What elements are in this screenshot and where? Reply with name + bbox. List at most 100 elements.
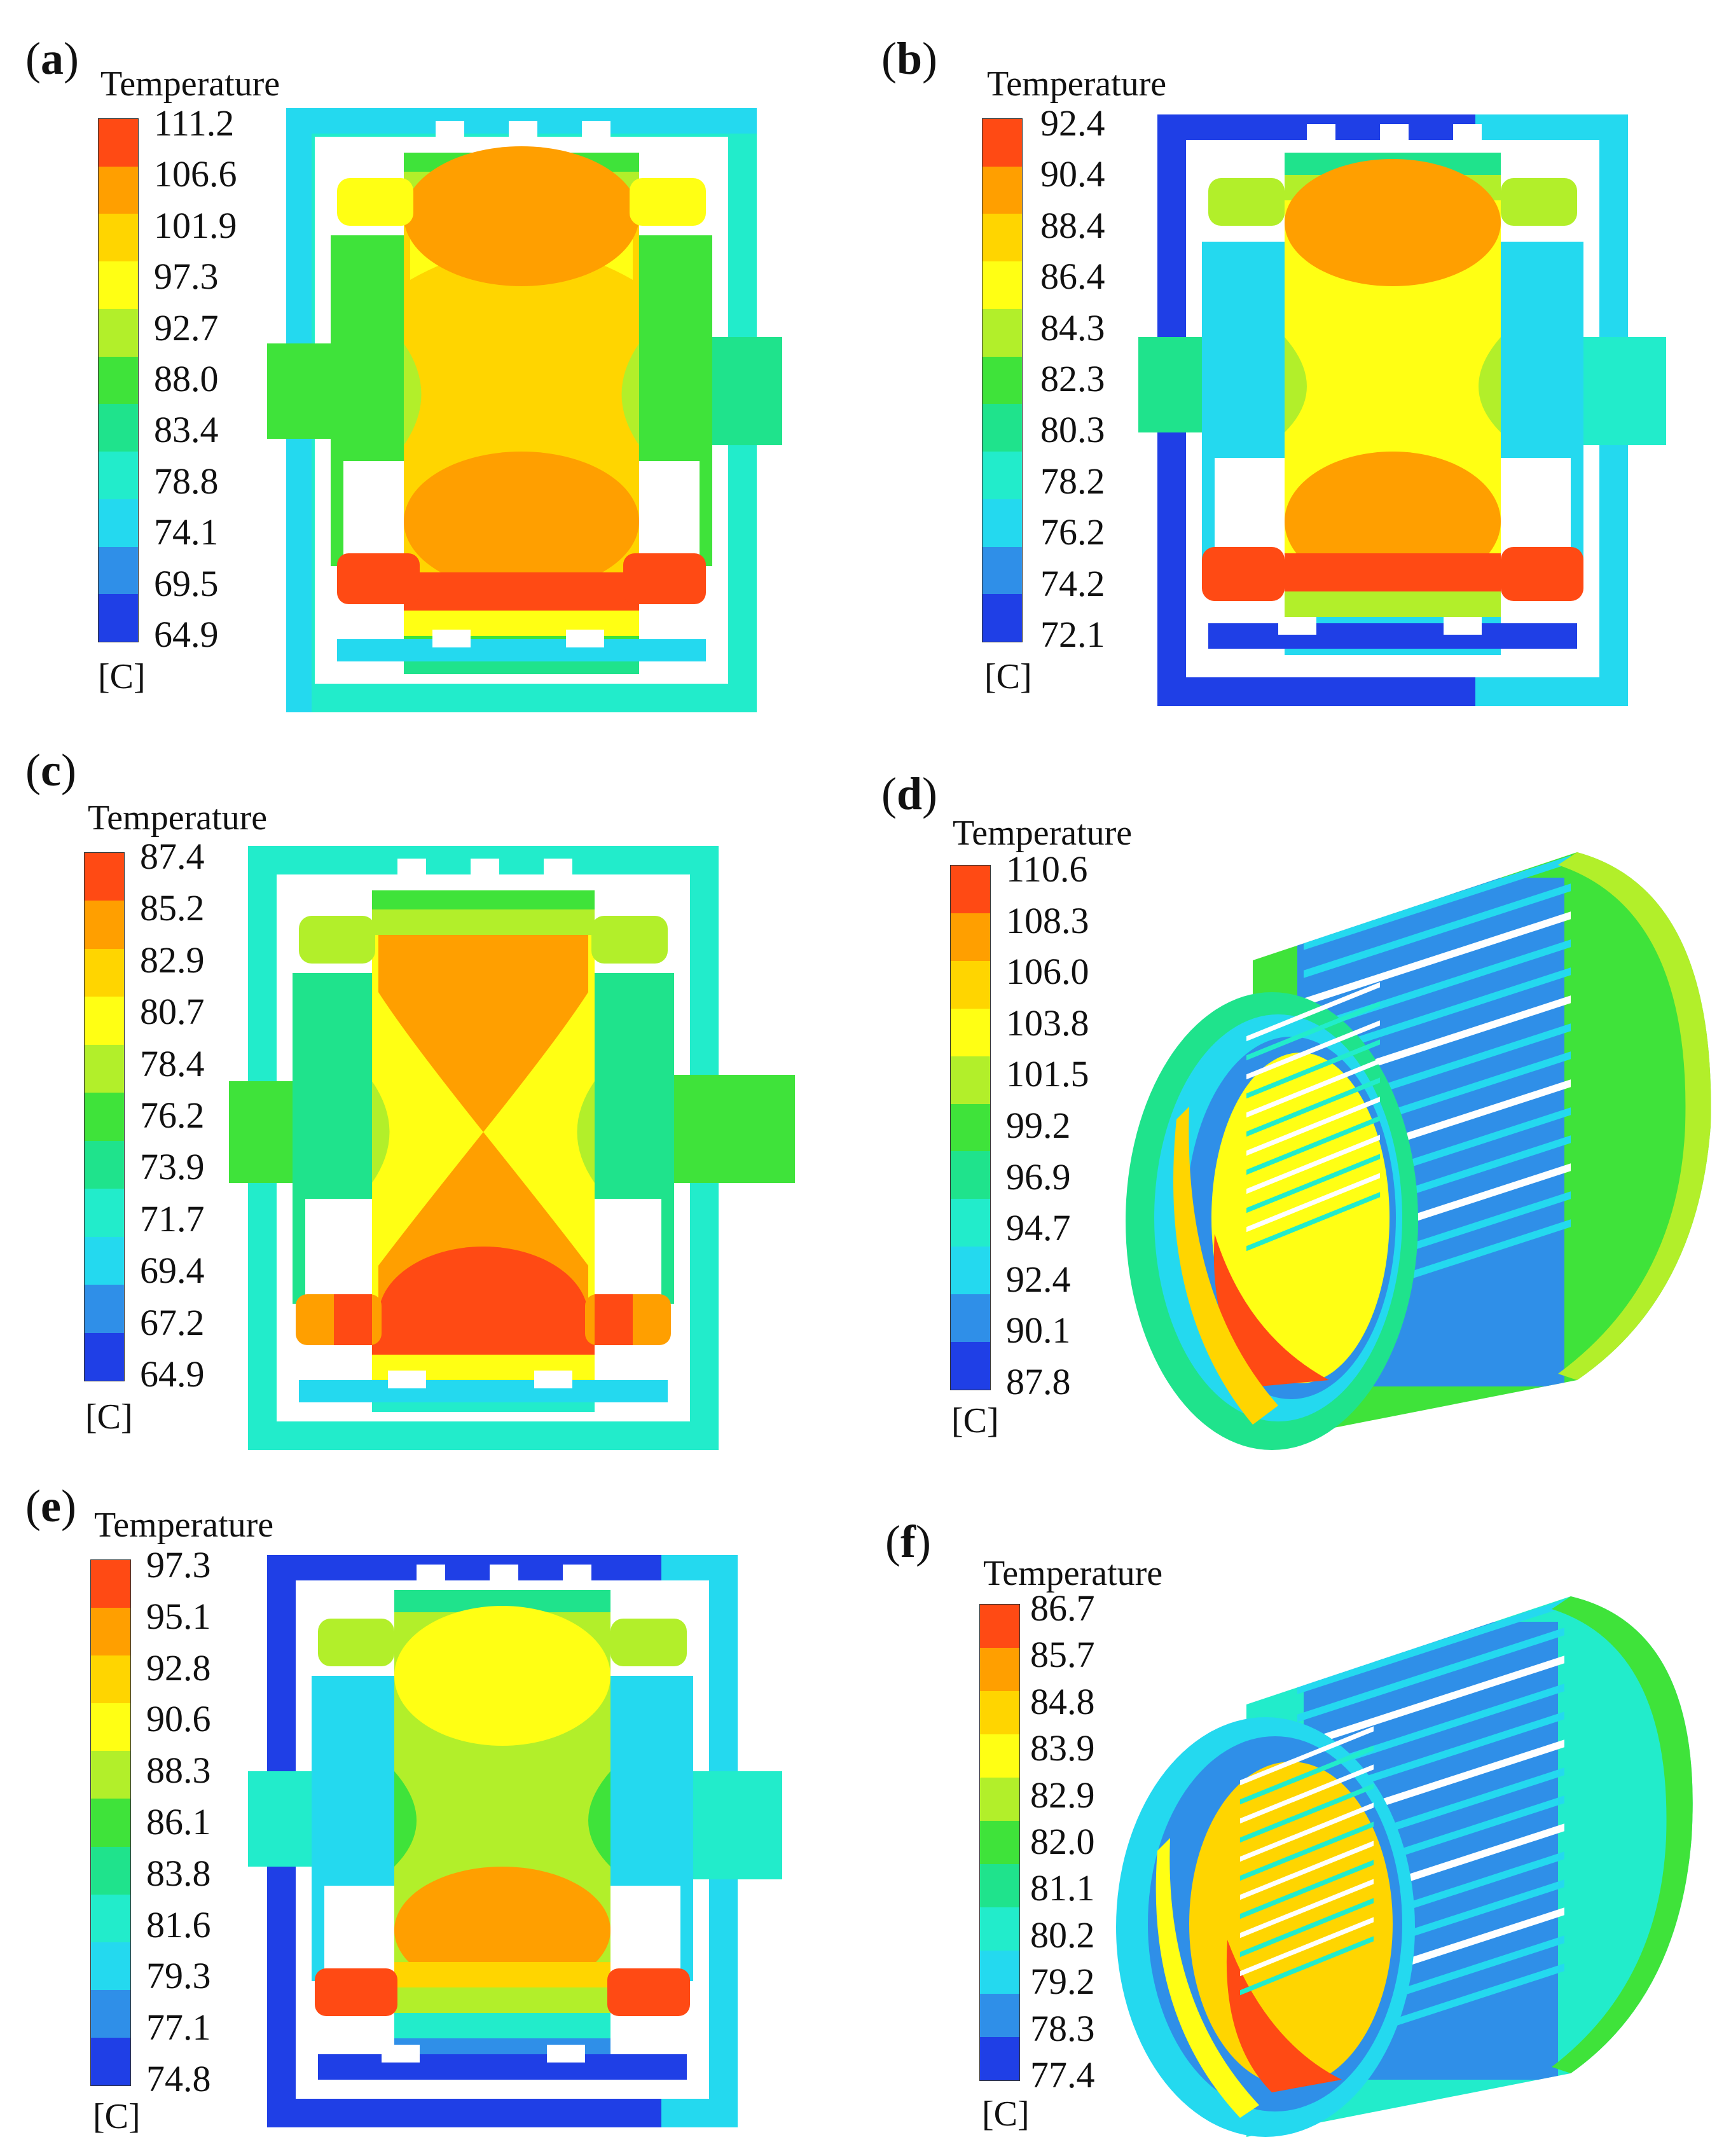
colorbar-swatch <box>99 546 138 595</box>
inner-slot-stripe <box>1246 1077 1380 1137</box>
cross-section-a <box>267 108 782 712</box>
slot-stripe <box>1297 1655 1564 1750</box>
legend-unit-f: [C] <box>982 2094 1030 2134</box>
colorbar-swatch <box>951 960 990 1009</box>
inner-slot-stripe <box>1240 1879 1374 1938</box>
legend-tick-label: 64.9 <box>140 1353 205 1395</box>
legend-tick-label: 88.0 <box>154 358 219 399</box>
colorbar-swatch <box>951 866 990 913</box>
legend-tick-label: 80.3 <box>1040 409 1105 451</box>
legend-tick-label: 92.8 <box>146 1647 211 1689</box>
inner-slot-stripe <box>1246 1192 1380 1252</box>
colorbar-swatch <box>983 166 1022 214</box>
colorbar-swatch <box>91 1751 130 1799</box>
slot-stripe <box>1304 939 1571 1034</box>
legend-title-a: Temperature <box>100 64 280 104</box>
legend-tick-label: 90.6 <box>146 1698 211 1740</box>
legend-title-c: Temperature <box>88 798 268 838</box>
legend-tick-label: 94.7 <box>1006 1207 1071 1249</box>
legend-tick-label: 79.3 <box>146 1955 211 1997</box>
inner-slot-stripe <box>1240 1841 1374 1900</box>
legend-tick-label: 95.1 <box>146 1595 211 1637</box>
colorbar-swatch <box>983 261 1022 309</box>
legend-tick-label: 74.1 <box>154 511 219 553</box>
panel-label-a: (a) <box>25 33 79 84</box>
colorbar-swatch <box>951 913 990 961</box>
colorbar-swatch <box>980 1864 1019 1907</box>
inner-slot-stripe <box>1246 1039 1380 1099</box>
colorbar-swatch <box>980 1734 1019 1778</box>
legend-tick-label: 103.8 <box>1006 1002 1089 1044</box>
legend-title-d: Temperature <box>953 813 1133 853</box>
colorbar-swatch <box>85 1140 124 1189</box>
legend-tick-label: 106.6 <box>154 153 237 195</box>
colorbar-swatch <box>99 356 138 404</box>
legend-tick-label: 71.7 <box>140 1198 205 1240</box>
legend-tick-label: 92.4 <box>1006 1258 1071 1300</box>
inner-slot-stripe <box>1246 1001 1380 1061</box>
colorbar-swatch <box>91 1608 130 1656</box>
legend-tick-label: 108.3 <box>1006 899 1089 941</box>
colorbar-swatch <box>91 1799 130 1847</box>
colorbar-swatch <box>85 853 124 901</box>
colorbar-swatch <box>983 594 1022 642</box>
legend-tick-label: 78.2 <box>1040 460 1105 502</box>
legend-tick-label: 106.0 <box>1006 951 1089 993</box>
legend-tick-label: 83.8 <box>146 1852 211 1894</box>
legend-tick-label: 69.5 <box>154 562 219 604</box>
inner-slot-stripe <box>1246 1020 1380 1080</box>
legend-tick-label: 72.1 <box>1040 614 1105 655</box>
colorbar-swatch <box>99 499 138 547</box>
colorbar-swatch <box>91 1989 130 2038</box>
legend-tick-label: 76.2 <box>1040 511 1105 553</box>
panel-label-d: (d) <box>881 768 938 819</box>
inner-slot-stripe <box>1246 1154 1380 1213</box>
legend-tick-label: 78.8 <box>154 460 219 502</box>
legend-tick-label: 97.3 <box>146 1544 211 1586</box>
cross-section-c <box>229 846 795 1450</box>
inner-slot-stripe <box>1240 1898 1374 1958</box>
slot-stripe <box>1304 855 1571 950</box>
legend-tick-label: 81.1 <box>1030 1867 1095 1909</box>
legend-colorbar-d <box>950 865 991 1390</box>
inner-slot-stripe <box>1240 1764 1374 1824</box>
legend-title-f: Temperature <box>983 1554 1163 1593</box>
colorbar-swatch <box>980 1907 1019 1951</box>
legend-tick-label: 86.4 <box>1040 256 1105 298</box>
colorbar-swatch <box>85 997 124 1045</box>
legend-tick-label: 90.4 <box>1040 153 1105 195</box>
legend-tick-label: 77.4 <box>1030 2054 1095 2096</box>
slot-stripe <box>1304 743 1571 838</box>
inner-slot-stripe <box>1240 1917 1374 1977</box>
colorbar-swatch <box>980 1821 1019 1864</box>
colorbar-swatch <box>980 1994 1019 2037</box>
colorbar-swatch <box>99 308 138 357</box>
legend-tick-label: 76.2 <box>140 1095 205 1136</box>
legend-tick-label: 86.7 <box>1030 1587 1095 1629</box>
legend-tick-label: 90.1 <box>1006 1309 1071 1351</box>
colorbar-swatch <box>91 1846 130 1895</box>
legend-tick-label: 88.4 <box>1040 204 1105 246</box>
legend-tick-label: 67.2 <box>140 1301 205 1343</box>
slot-stripe <box>1297 1596 1564 1610</box>
colorbar-swatch <box>91 1942 130 1990</box>
legend-tick-label: 84.8 <box>1030 1680 1095 1722</box>
slot-stripe <box>1297 1600 1564 1694</box>
legend-tick-label: 78.3 <box>1030 2007 1095 2049</box>
inner-slot-stripe <box>1246 1096 1380 1156</box>
colorbar-swatch <box>980 1605 1019 1648</box>
legend-tick-label: 79.2 <box>1030 1961 1095 2003</box>
legend-tick-label: 86.1 <box>146 1801 211 1842</box>
colorbar-swatch <box>951 1056 990 1104</box>
inner-slot-stripe <box>1240 1936 1374 1996</box>
inner-slot-stripe <box>1240 1783 1374 1843</box>
slot-stripe <box>1297 1627 1564 1722</box>
legend-tick-label: 101.5 <box>1006 1053 1089 1095</box>
legend-tick-label: 84.3 <box>1040 307 1105 349</box>
inner-slot-stripe <box>1246 1135 1380 1194</box>
colorbar-swatch <box>91 1703 130 1752</box>
inner-slot-stripe <box>1246 1173 1380 1233</box>
